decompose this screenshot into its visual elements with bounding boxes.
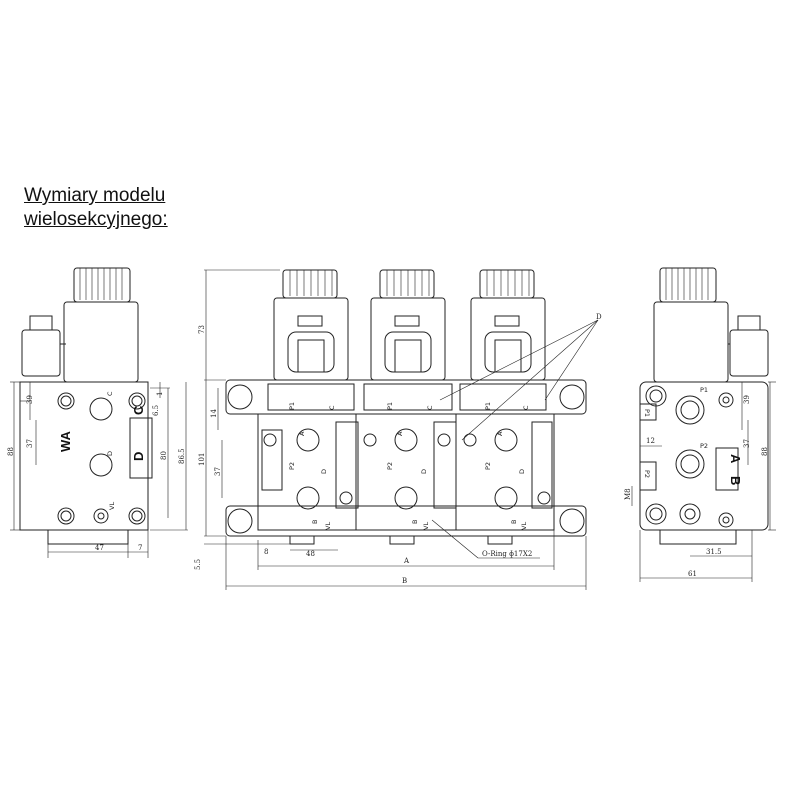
title-line-1: Wymiary modelu xyxy=(24,185,166,206)
dim-73: 73 xyxy=(198,325,206,334)
solenoid-section-3 xyxy=(470,269,546,381)
dim-86-5: 86.5 xyxy=(178,448,186,464)
right-label-b: B xyxy=(728,476,743,485)
s1-b: B xyxy=(311,520,319,524)
port-d xyxy=(89,453,113,477)
s2-p1: P1 xyxy=(386,402,394,410)
dim-a: A xyxy=(403,557,410,565)
label-box xyxy=(129,417,153,479)
port-c xyxy=(89,397,113,421)
port-label-c: C xyxy=(106,391,114,396)
port-label-d: D xyxy=(106,451,114,456)
s2-d: D xyxy=(420,469,428,474)
right-side-p1: P1 xyxy=(643,409,651,417)
dim-8: 8 xyxy=(264,548,268,556)
dim-80: 80 xyxy=(160,451,168,460)
dim-14: 14 xyxy=(210,409,218,418)
right-side-p2: P2 xyxy=(643,470,651,478)
port-label-vl: VL xyxy=(108,502,116,510)
s1-vl: VL xyxy=(324,522,332,530)
right-dim-m8: M8 xyxy=(624,488,632,500)
right-connector-top xyxy=(737,315,761,331)
dim-88: 88 xyxy=(7,447,15,456)
right-label-p2: P2 xyxy=(700,442,708,450)
right-dim-37: 37 xyxy=(743,439,751,448)
s3-b: B xyxy=(510,520,518,524)
connector-body xyxy=(21,329,61,377)
solenoid-section-1 xyxy=(273,269,349,381)
block-base xyxy=(47,529,129,545)
bottom-manifold xyxy=(225,505,587,537)
callout-d: D xyxy=(596,313,602,321)
dim-5-5: 5.5 xyxy=(194,559,202,570)
s2-b: B xyxy=(411,520,419,524)
dim-7: 7 xyxy=(138,544,142,552)
right-side-view xyxy=(631,267,776,582)
s1-p2: P2 xyxy=(288,462,296,470)
right-connector-body xyxy=(729,329,769,377)
valve-body xyxy=(257,413,555,531)
s3-p1: P1 xyxy=(484,402,492,410)
s1-a: A xyxy=(298,431,306,436)
dim-37-front: 37 xyxy=(214,467,222,476)
s2-c: C xyxy=(426,405,434,410)
s3-p2: P2 xyxy=(484,462,492,470)
s1-d: D xyxy=(320,469,328,474)
dim-48: 48 xyxy=(306,550,315,558)
left-side-view xyxy=(10,267,188,558)
s3-d: D xyxy=(518,469,526,474)
right-dim-12: 12 xyxy=(646,437,655,445)
top-manifold xyxy=(225,379,587,415)
label-d: D xyxy=(131,452,146,461)
title-line-2: wielosekcyjnego: xyxy=(24,209,168,230)
label-c: C xyxy=(131,405,146,415)
s2-vl: VL xyxy=(422,522,430,530)
right-dim-39: 39 xyxy=(743,395,751,404)
front-view xyxy=(204,269,599,590)
dim-101: 101 xyxy=(198,453,206,466)
dim-37: 37 xyxy=(26,439,34,448)
dim-1: 1 xyxy=(156,392,164,396)
left-view-labels: WA D C C D VL 39 37 88 1 6.5 80 86.5 47 … xyxy=(7,391,186,552)
right-solenoid-coil xyxy=(653,301,729,383)
s2-a: A xyxy=(396,431,404,436)
right-port-bottom xyxy=(679,503,701,525)
s1-p1: P1 xyxy=(288,402,296,410)
front-view-labels: 73 14 101 37 5.5 8 48 A B D O-Ring ɸ17X2… xyxy=(194,313,602,585)
right-port-p2 xyxy=(675,449,705,479)
label-wa: WA xyxy=(58,430,73,452)
dim-39: 39 xyxy=(26,395,34,404)
dim-b: B xyxy=(402,577,407,585)
right-port-p1 xyxy=(675,395,705,425)
dim-6-5: 6.5 xyxy=(152,405,160,416)
solenoid-cap xyxy=(73,267,131,303)
right-dim-31-5: 31.5 xyxy=(706,548,722,556)
right-view-labels: P1 P2 P1 P2 A B 39 37 88 12 M8 31.5 61 xyxy=(624,386,769,578)
port-vl xyxy=(93,508,109,524)
right-dim-88: 88 xyxy=(761,447,769,456)
right-dim-61: 61 xyxy=(688,570,697,578)
s2-p2: P2 xyxy=(386,462,394,470)
valve-block xyxy=(19,381,149,531)
right-solenoid-cap xyxy=(659,267,717,303)
diagram-title: Wymiary modelu wielosekcyjnego: xyxy=(24,184,168,232)
s3-a: A xyxy=(496,431,504,436)
s1-c: C xyxy=(328,405,336,410)
right-label-a: A xyxy=(728,454,743,464)
solenoid-section-2 xyxy=(370,269,446,381)
oring-label: O-Ring ɸ17X2 xyxy=(482,550,532,558)
s3-vl: VL xyxy=(520,522,528,530)
solenoid-coil xyxy=(63,301,139,383)
right-block-base xyxy=(659,529,737,545)
right-label-p1: P1 xyxy=(700,386,708,394)
s3-c: C xyxy=(522,405,530,410)
connector-top xyxy=(29,315,53,331)
dim-47: 47 xyxy=(95,544,104,552)
